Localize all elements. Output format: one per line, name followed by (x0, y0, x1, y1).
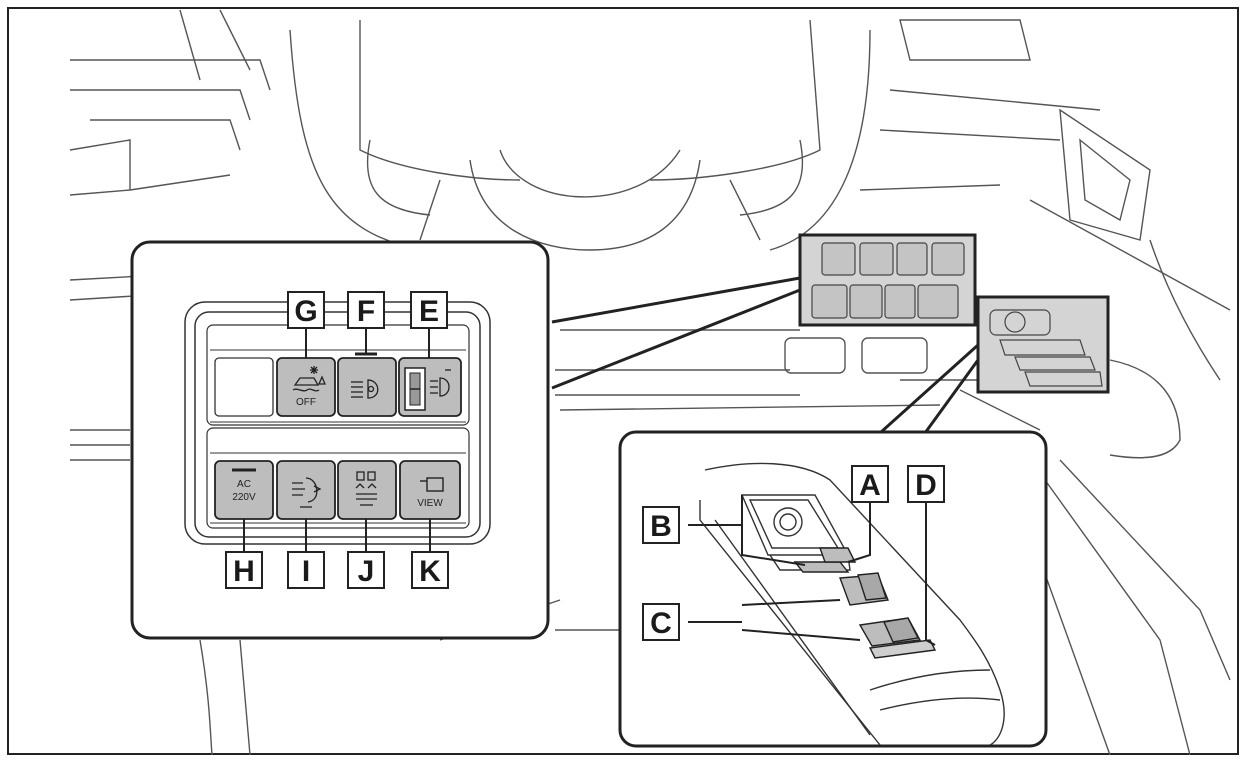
ac-outlet-line2: 220V (232, 492, 256, 503)
headlight-icon (351, 379, 379, 399)
svg-text:I: I (302, 555, 310, 588)
label-c: C (642, 603, 680, 641)
label-i: I (287, 551, 325, 589)
headlight-leveling-icon (430, 369, 451, 397)
camera-view-icon (420, 477, 444, 492)
camera-view-button[interactable]: VIEW (399, 460, 461, 520)
svg-text:H: H (233, 555, 255, 588)
camera-view-text: VIEW (417, 498, 443, 509)
left-leader-lines (243, 328, 431, 552)
label-g: G (287, 291, 325, 329)
dashboard-background (69, 9, 1231, 756)
center-switch-panel (798, 233, 977, 327)
traction-control-off-icon (292, 366, 326, 392)
label-f: F (347, 291, 385, 329)
headlight-button[interactable] (337, 352, 397, 417)
door-panel-detail (699, 462, 1005, 746)
traction-control-off-button[interactable]: OFF (276, 357, 336, 417)
rear-heater-button[interactable] (276, 460, 336, 520)
ac-220v-outlet-button[interactable]: AC 220V (214, 460, 274, 520)
svg-text:C: C (650, 607, 672, 640)
headlight-leveling-switch[interactable] (398, 357, 462, 417)
ac-outlet-line1: AC (237, 479, 251, 490)
svg-text:G: G (294, 295, 317, 328)
svg-text:E: E (419, 295, 439, 328)
door-switch-panel (976, 295, 1110, 394)
traction-control-off-text: OFF (296, 397, 316, 408)
svg-text:J: J (358, 555, 375, 588)
svg-text:D: D (915, 469, 937, 502)
suspension-height-button[interactable] (337, 460, 397, 520)
label-h: H (225, 551, 263, 589)
label-e: E (410, 291, 448, 329)
rear-heater-icon (292, 477, 322, 508)
svg-text:B: B (650, 510, 672, 543)
blank-switch (214, 357, 274, 417)
svg-text:F: F (357, 295, 375, 328)
door-panel-callout (618, 430, 1048, 748)
label-j: J (347, 551, 385, 589)
svg-text:A: A (859, 469, 881, 502)
label-b: B (642, 506, 680, 544)
callout-lines (551, 276, 980, 435)
label-k: K (411, 551, 449, 589)
right-leader-lines (688, 495, 936, 646)
label-a: A (851, 465, 889, 503)
door-window-switches (793, 547, 937, 659)
label-d: D (907, 465, 945, 503)
svg-text:K: K (419, 555, 441, 588)
suspension-height-icon (355, 471, 377, 506)
